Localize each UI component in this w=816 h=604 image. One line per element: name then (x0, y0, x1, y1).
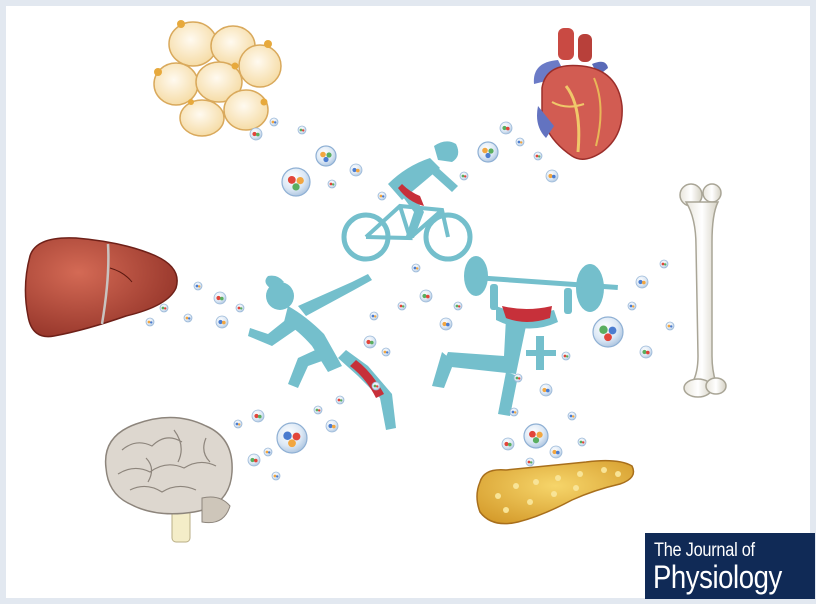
vesicle-small (378, 192, 386, 200)
vesicle-small (372, 382, 380, 390)
vesicle-small (184, 314, 192, 322)
vesicle-small (568, 412, 576, 420)
vesicle-large (316, 146, 336, 166)
vesicle-large (282, 168, 310, 196)
cyclist-icon (344, 141, 470, 259)
vesicle-small (534, 152, 542, 160)
vesicle-small (398, 302, 406, 310)
adipose-tissue-icon (154, 20, 281, 136)
illustration-frame: The Journal of Physiology (6, 6, 810, 598)
vesicle-small (562, 352, 570, 360)
vesicle-small (328, 180, 336, 188)
vesicle-small (216, 316, 228, 328)
vesicle-small (350, 164, 362, 176)
vesicle-small (370, 312, 378, 320)
vesicle-small (270, 118, 278, 126)
vesicle-small (514, 374, 522, 382)
vesicle-small (666, 322, 674, 330)
vesicle-large (277, 423, 307, 453)
vesicle-small (420, 290, 432, 302)
journal-logo: The Journal of Physiology (645, 533, 815, 599)
vesicle-small (252, 410, 264, 422)
vesicle-small (636, 276, 648, 288)
vesicle-small (298, 126, 306, 134)
vesicle-small (248, 454, 260, 466)
vesicle-small (234, 420, 242, 428)
vesicle-small (516, 138, 524, 146)
logo-line-2: Physiology (653, 561, 782, 593)
vesicle-large (524, 424, 548, 448)
vesicle-small (526, 458, 534, 466)
weightlifter-icon (432, 256, 618, 416)
vesicle-small (336, 396, 344, 404)
vesicle-small (454, 302, 462, 310)
vesicle-small (160, 304, 168, 312)
vesicle-small (412, 264, 420, 272)
pancreas-icon (477, 461, 634, 524)
vesicle-small (502, 438, 514, 450)
vesicle-small (660, 260, 668, 268)
vesicle-small (440, 318, 452, 330)
heart-icon (534, 28, 622, 159)
vesicle-small (250, 128, 262, 140)
vesicle-small (326, 420, 338, 432)
vesicle-small (382, 348, 390, 356)
vesicle-small (460, 172, 468, 180)
vesicle-small (214, 292, 226, 304)
vesicle-small (546, 170, 558, 182)
logo-line-1: The Journal of (654, 541, 755, 560)
brain-icon (106, 417, 233, 542)
vesicle-small (500, 122, 512, 134)
vesicle-small (272, 472, 280, 480)
vesicle-small (540, 384, 552, 396)
vesicle-small (628, 302, 636, 310)
vesicle-large (478, 142, 498, 162)
exerkine-illustration (6, 6, 810, 598)
vesicle-small (146, 318, 154, 326)
vesicle-small (510, 408, 518, 416)
vesicle-small (578, 438, 586, 446)
vesicle-small (264, 448, 272, 456)
vesicle-small (314, 406, 322, 414)
runner-icon (248, 274, 396, 430)
vesicle-small (640, 346, 652, 358)
vesicle-small (550, 446, 562, 458)
bone-icon (680, 184, 726, 397)
vesicle-small (236, 304, 244, 312)
vesicle-small (194, 282, 202, 290)
vesicle-small (364, 336, 376, 348)
vesicle-large (593, 317, 623, 347)
